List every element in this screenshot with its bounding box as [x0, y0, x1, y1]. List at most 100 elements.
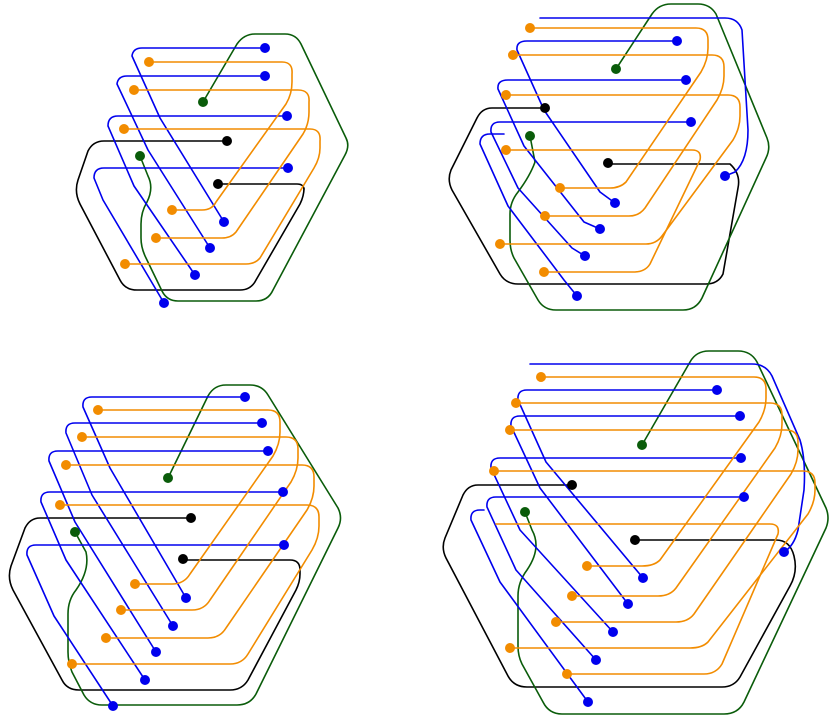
- blue-strand: [517, 389, 718, 579]
- blue-dot: [672, 36, 682, 46]
- orange-dot: [67, 659, 77, 669]
- orange-dot: [567, 591, 577, 601]
- black-dot: [630, 535, 640, 545]
- green-dot: [520, 507, 530, 517]
- orange-dot: [505, 643, 515, 653]
- orange-strand: [81, 436, 299, 611]
- orange-dot: [525, 23, 535, 33]
- blue-strand: [486, 496, 745, 661]
- orange-strand: [97, 409, 281, 585]
- orange-dot: [501, 145, 511, 155]
- green-strand: [139, 33, 349, 302]
- orange-strand: [123, 128, 321, 265]
- blue-dot: [739, 492, 749, 502]
- orange-dot: [508, 50, 518, 60]
- orange-strand: [509, 429, 799, 623]
- blue-strand: [40, 491, 284, 681]
- orange-dot: [151, 233, 161, 243]
- orange-dot: [582, 561, 592, 571]
- blue-dot: [108, 701, 118, 711]
- black-dot: [567, 480, 577, 490]
- blue-dot: [205, 243, 215, 253]
- blue-dot: [572, 291, 582, 301]
- orange-strand: [512, 54, 725, 217]
- blue-dot: [712, 385, 722, 395]
- orange-dot: [505, 425, 515, 435]
- blue-strand: [479, 133, 578, 297]
- black-dot: [540, 103, 550, 113]
- blue-dot: [151, 647, 161, 657]
- green-dot: [611, 64, 621, 74]
- orange-dot: [116, 605, 126, 615]
- blue-dot: [686, 117, 696, 127]
- blue-dot: [591, 655, 601, 665]
- blue-dot: [257, 418, 267, 428]
- blue-dot: [580, 251, 590, 261]
- orange-dot: [540, 211, 550, 221]
- orange-strand: [65, 464, 315, 639]
- blue-dot: [278, 487, 288, 497]
- blue-strand: [48, 450, 269, 653]
- green-strand: [509, 3, 770, 311]
- orange-dot: [167, 205, 177, 215]
- blue-dot: [583, 697, 593, 707]
- blue-dot: [219, 217, 229, 227]
- blue-dot: [190, 270, 200, 280]
- orange-dot: [555, 183, 565, 193]
- blue-dot: [720, 171, 730, 181]
- black-dot: [213, 179, 223, 189]
- orange-dot: [119, 124, 129, 134]
- blue-strand: [510, 415, 741, 605]
- green-dot: [163, 473, 173, 483]
- orange-dot: [101, 633, 111, 643]
- orange-dot: [55, 500, 65, 510]
- blue-strand: [65, 422, 263, 627]
- blue-dot: [260, 71, 270, 81]
- blue-dot: [282, 111, 292, 121]
- blue-dot: [735, 411, 745, 421]
- orange-strand: [499, 94, 741, 245]
- blue-strand: [82, 396, 246, 599]
- orange-dot: [551, 617, 561, 627]
- blue-dot: [623, 599, 633, 609]
- blue-strand: [470, 509, 589, 703]
- blue-dot: [608, 627, 618, 637]
- blue-dot: [638, 573, 648, 583]
- green-dot: [198, 97, 208, 107]
- blue-dot: [681, 75, 691, 85]
- panel-bottom-left: [8, 384, 342, 711]
- blue-strand: [516, 40, 678, 204]
- blue-strand: [116, 75, 266, 249]
- blue-strand: [107, 115, 288, 276]
- orange-dot: [501, 90, 511, 100]
- blue-dot: [736, 453, 746, 463]
- panel-top-left: [75, 33, 349, 308]
- blue-dot: [283, 163, 293, 173]
- black-dot: [222, 136, 232, 146]
- blue-strand: [131, 47, 266, 223]
- orange-dot: [77, 432, 87, 442]
- blue-strand: [93, 167, 289, 304]
- green-strand: [67, 384, 342, 706]
- orange-dot: [562, 669, 572, 679]
- black-dot: [186, 513, 196, 523]
- blue-dot: [595, 224, 605, 234]
- orange-dot: [536, 372, 546, 382]
- orange-strand: [133, 89, 310, 239]
- orange-dot: [539, 267, 549, 277]
- orange-dot: [495, 239, 505, 249]
- blue-dot: [779, 547, 789, 557]
- blue-dot: [260, 43, 270, 53]
- blue-dot: [263, 446, 273, 456]
- black-strand: [448, 107, 740, 285]
- orange-dot: [511, 398, 521, 408]
- blue-dot: [168, 621, 178, 631]
- blue-dot: [181, 593, 191, 603]
- orange-dot: [61, 460, 71, 470]
- orange-strand: [515, 402, 783, 597]
- blue-strand: [497, 79, 687, 230]
- green-strand: [517, 350, 829, 715]
- blue-strand: [539, 17, 749, 177]
